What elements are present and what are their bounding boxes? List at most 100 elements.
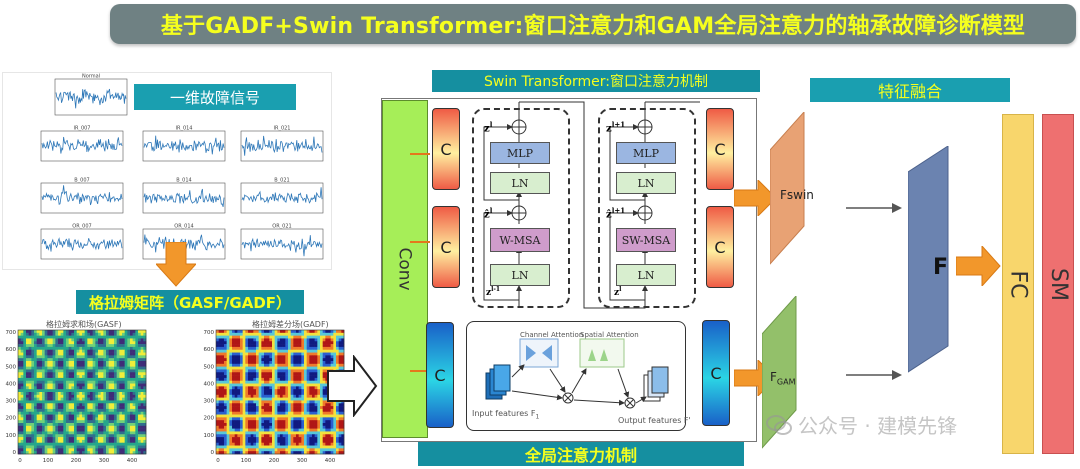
signal-plot: IR_007: [40, 126, 124, 162]
c-block-swin-4: C: [706, 206, 734, 288]
fswin-label: Fswin: [780, 188, 814, 202]
z-label-1-in: zl-1: [486, 286, 501, 298]
fswin-slab: [770, 112, 805, 265]
mlp-box-2: MLP: [616, 142, 676, 164]
z-label-2-in: zl: [614, 286, 622, 298]
conv-block: Conv: [382, 100, 428, 438]
signal-plot: IR_014: [142, 126, 226, 162]
c-block-gam-right: C: [702, 320, 730, 426]
c-block-swin-1: C: [432, 108, 460, 190]
gam-diagram: [485, 338, 669, 409]
gam-input-label: Input features F1: [472, 409, 540, 421]
gam-spatial-label: Spatial Attention: [580, 331, 639, 339]
signal-plot-title: IR_014: [176, 126, 193, 132]
y-tick-label: 400: [6, 381, 17, 387]
swmsa-box: SW-MSA: [616, 228, 676, 252]
y-tick-label: 100: [6, 433, 17, 439]
sm-label: SM: [1045, 267, 1071, 301]
gam-channel-label: Channel Attention: [520, 331, 584, 339]
wechat-icon: [766, 414, 792, 435]
gadf-cells: [216, 330, 345, 455]
y-tick-label: 500: [6, 364, 17, 370]
mlp-box-1: MLP: [490, 142, 550, 164]
fgam-label: FGAM: [770, 370, 796, 387]
c-block-swin-3: C: [706, 108, 734, 190]
fusion-label: 特征融合: [810, 78, 1010, 102]
y-tick-label: 700: [6, 330, 17, 336]
x-tick-label: 0: [18, 458, 22, 464]
fgam-slab: [762, 296, 797, 449]
swin-connectors: [483, 101, 700, 309]
signal-plot-title: IR_007: [74, 126, 91, 132]
f-slab: [908, 146, 949, 373]
gasf-cells: [18, 330, 147, 455]
y-tick-label: 700: [204, 330, 215, 336]
y-tick-label: 200: [6, 416, 17, 422]
arrow-fswin-to-f: [846, 203, 902, 213]
ln-box-2b: LN: [616, 264, 676, 286]
gam-output-label: Output features F': [618, 416, 691, 425]
outline-arrow: [327, 355, 378, 417]
x-tick-label: 300: [297, 458, 308, 464]
signal-plot-title: OR_014: [174, 224, 193, 230]
ln-box-1b: LN: [490, 264, 550, 286]
x-tick-label: 100: [43, 458, 54, 464]
y-tick-label: 0: [13, 450, 17, 456]
swin-block-1: [472, 108, 570, 308]
signal-plot: OR_021: [240, 224, 324, 260]
ln-box-1a: LN: [490, 172, 550, 194]
signal-plot: Normal: [54, 74, 128, 116]
f-label: F: [933, 255, 949, 280]
arrow-to-fswin: [734, 180, 777, 216]
c-block-swin-2: C: [432, 206, 460, 288]
arrow-fgam-to-f: [846, 370, 902, 380]
signal-plot: B_021: [240, 178, 324, 214]
signal-plot: OR_007: [40, 224, 124, 260]
x-tick-label: 400: [127, 458, 138, 464]
fc-block: FC: [1002, 114, 1034, 454]
x-tick-label: 200: [71, 458, 82, 464]
signal-plot-title: B_014: [176, 178, 191, 184]
gadf-title: 格拉姆差分场(GADF): [252, 320, 329, 329]
x-tick-label: 300: [99, 458, 110, 464]
signal-plot-title: IR_021: [274, 126, 291, 132]
signal-plot: B_007: [40, 178, 124, 214]
y-tick-label: 600: [6, 347, 17, 353]
ln-box-2a: LN: [616, 172, 676, 194]
signal-plot-title: Normal: [82, 74, 100, 80]
signal-plot-title: OR_021: [272, 224, 291, 230]
y-tick-label: 300: [204, 399, 215, 405]
c-block-gam-left: C: [426, 322, 454, 428]
z-label-1-top: zl: [484, 120, 493, 135]
gramian-label: 格拉姆矩阵（GASF/GADF）: [76, 290, 304, 314]
down-arrow: [156, 242, 196, 287]
signal-plot: IR_021: [240, 126, 324, 162]
gasf-title: 格拉姆求和场(GASF): [46, 320, 122, 329]
x-tick-label: 400: [325, 458, 336, 464]
x-tick-label: 100: [241, 458, 252, 464]
y-tick-label: 0: [211, 450, 215, 456]
sm-block: SM: [1042, 114, 1074, 454]
x-tick-label: 0: [216, 458, 220, 464]
signal-label: 一维故障信号: [134, 84, 296, 110]
arrow-f-to-fc: [956, 246, 1001, 286]
signal-plot-title: B_007: [74, 178, 89, 184]
swin-section-label: Swin Transformer:窗口注意力机制: [432, 70, 760, 92]
wmsa-box: W-MSA: [490, 228, 550, 252]
y-tick-label: 400: [204, 381, 215, 387]
watermark: 公众号 · 建模先锋: [766, 410, 957, 439]
page-title: 基于GADF+Swin Transformer:窗口注意力和GAM全局注意力的轴…: [160, 14, 1026, 39]
signal-plot: B_014: [142, 178, 226, 214]
y-tick-label: 500: [204, 364, 215, 370]
signal-plot-title: B_021: [274, 178, 289, 184]
title-bar: 基于GADF+Swin Transformer:窗口注意力和GAM全局注意力的轴…: [110, 4, 1076, 44]
signal-plot-title: OR_007: [72, 224, 91, 230]
z-label-2-top: zl+1: [606, 120, 626, 135]
y-tick-label: 600: [204, 347, 215, 353]
y-tick-label: 100: [204, 433, 215, 439]
